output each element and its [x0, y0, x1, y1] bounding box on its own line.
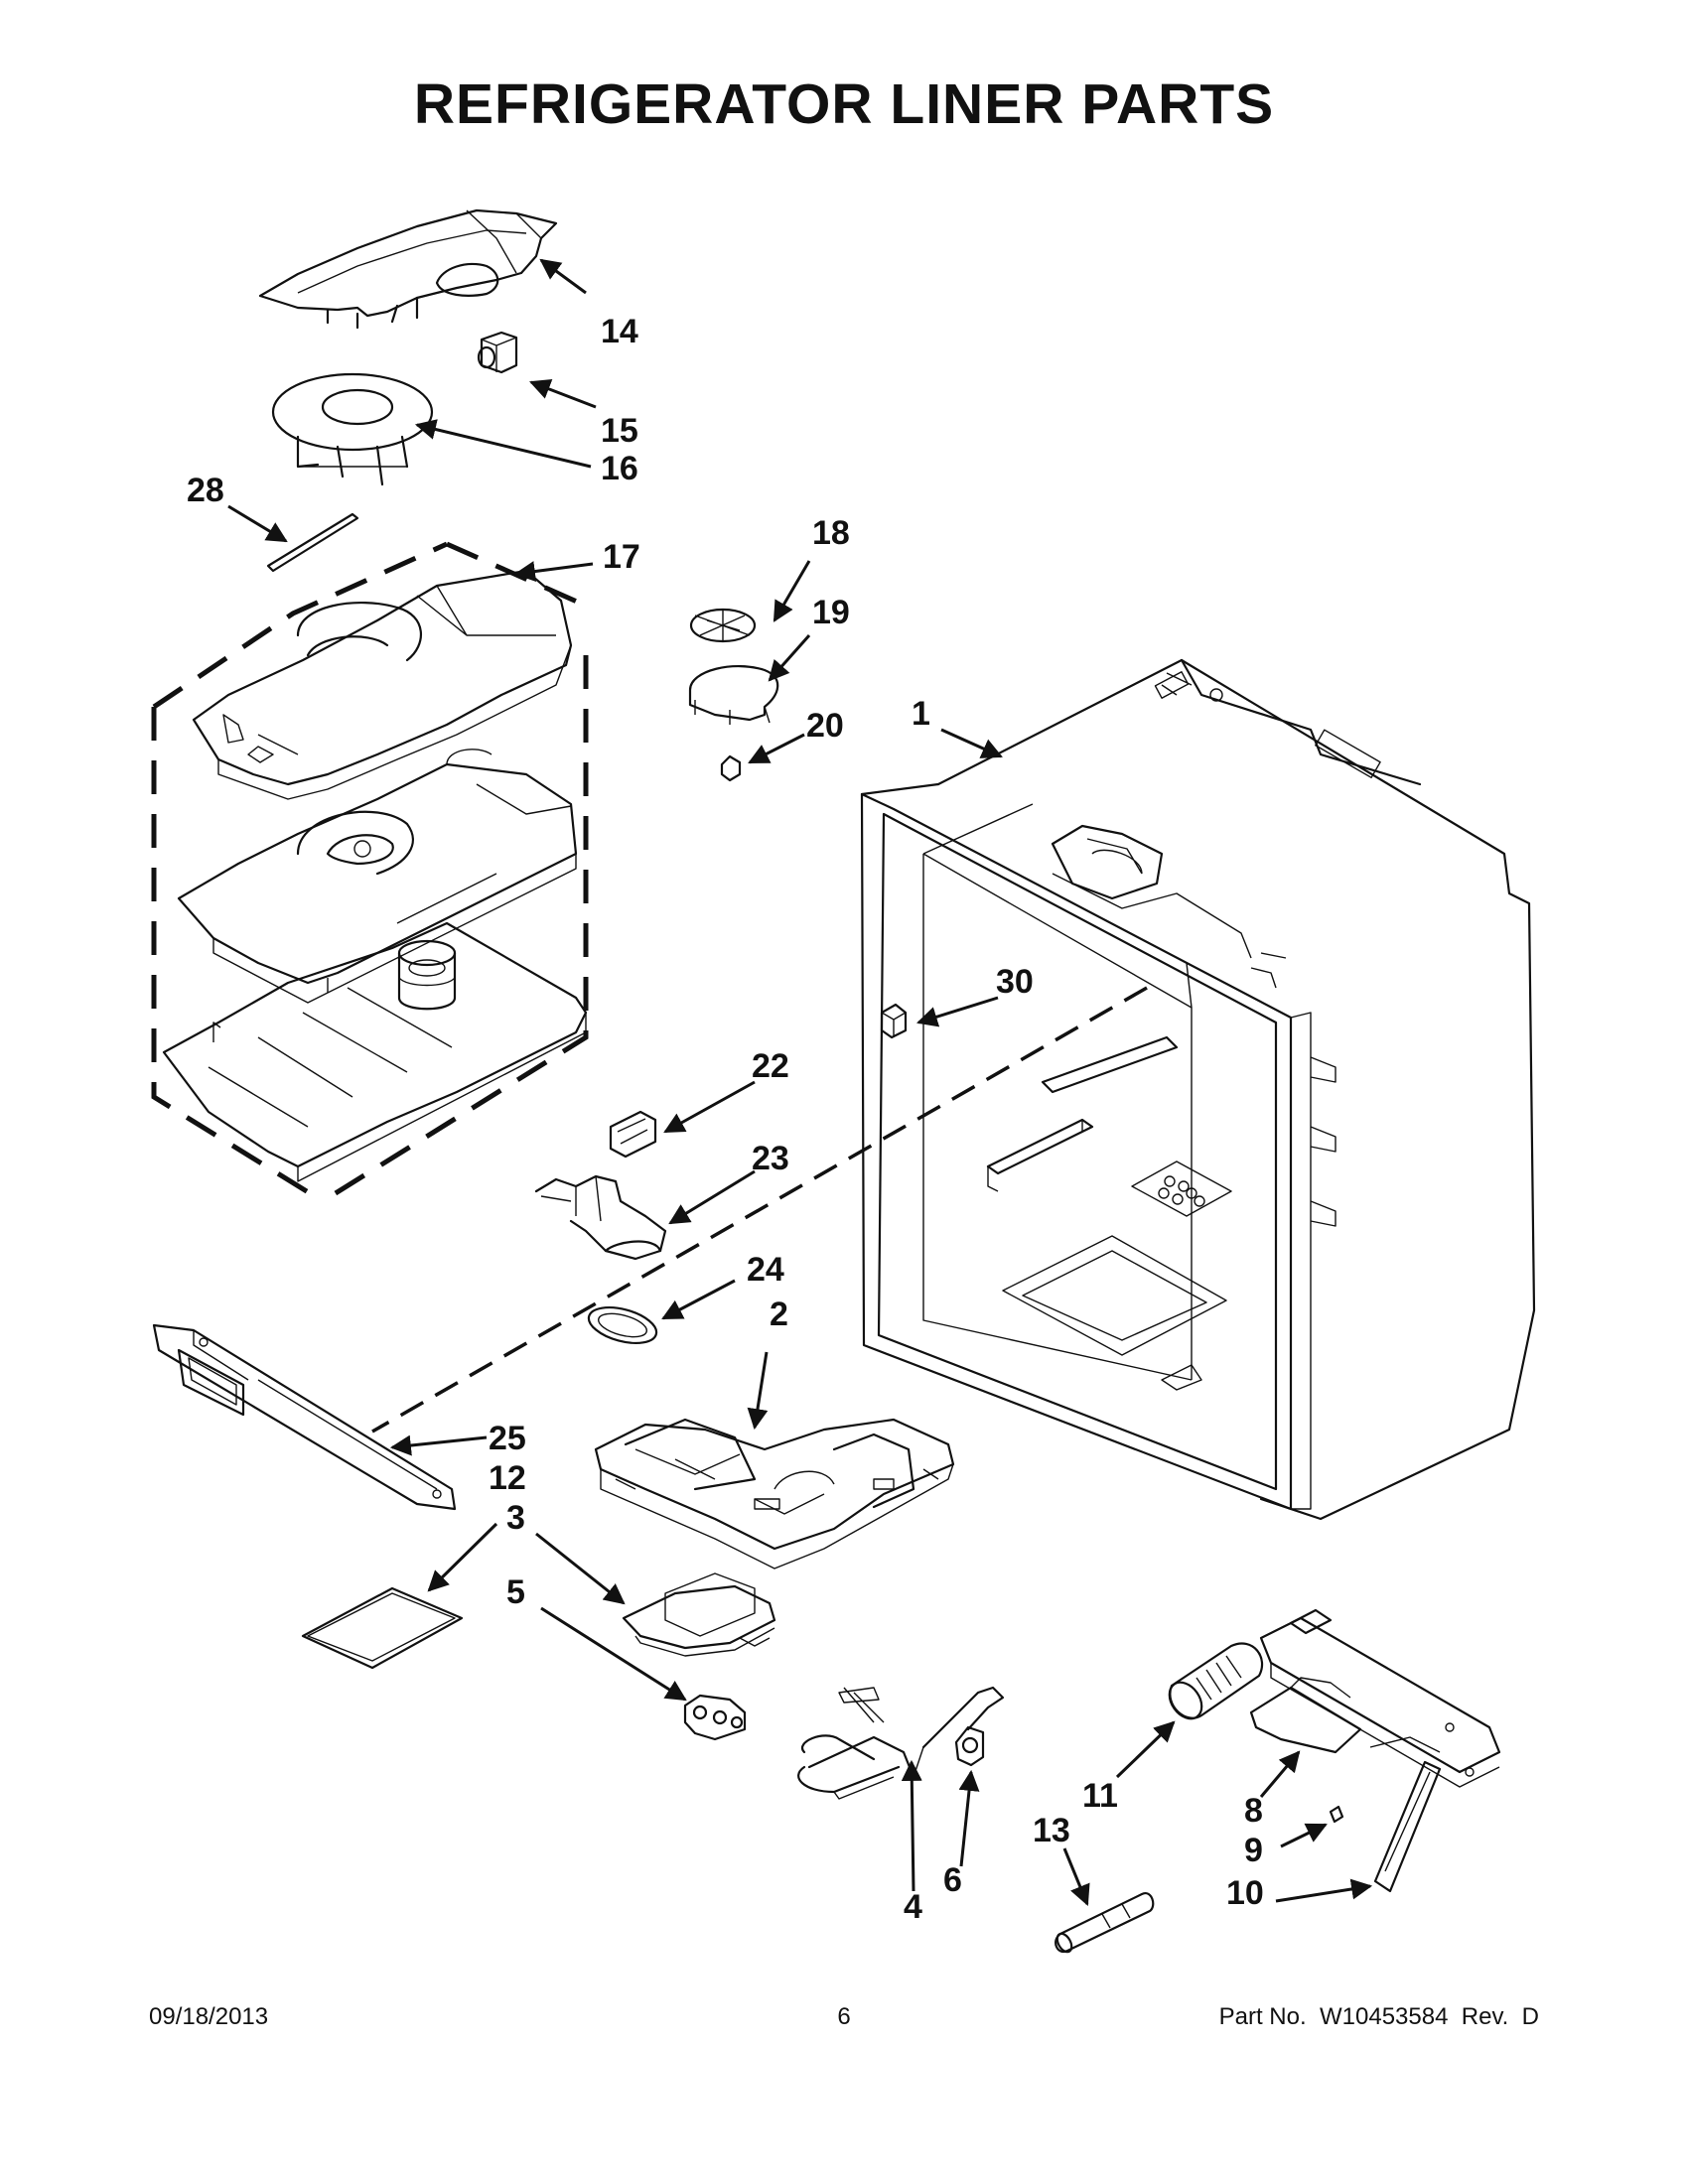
- callout-15: 15: [601, 412, 638, 450]
- part-5-valve: [683, 1694, 747, 1741]
- part-25-control-panel: [152, 1323, 457, 1511]
- arrow-20: [748, 733, 805, 764]
- part-15-clip: [477, 331, 518, 374]
- callout-19: 19: [812, 594, 850, 631]
- callout-13: 13: [1033, 1812, 1070, 1849]
- arrow-11: [1115, 1720, 1176, 1779]
- arrow-2: [747, 1351, 769, 1431]
- callout-4: 4: [904, 1888, 922, 1926]
- part-13-bypass-plug: [1055, 1892, 1155, 1954]
- arrow-25: [389, 1434, 488, 1456]
- footer-page-number: 6: [837, 2003, 851, 2030]
- callout-11: 11: [1082, 1777, 1118, 1815]
- arrow-3: [535, 1532, 626, 1605]
- arrow-19: [768, 634, 811, 682]
- callout-6: 6: [943, 1861, 962, 1899]
- callout-30: 30: [996, 963, 1034, 1001]
- callout-12: 12: [489, 1459, 526, 1497]
- arrow-4: [901, 1759, 922, 1892]
- arrow-13: [1062, 1847, 1090, 1906]
- arrow-16: [414, 419, 592, 469]
- callout-14: 14: [601, 313, 638, 350]
- callout-24: 24: [747, 1251, 784, 1289]
- part-6-thermostat: [954, 1725, 985, 1767]
- part-20-motor: [720, 754, 742, 782]
- arrow-28: [227, 504, 288, 543]
- callout-20: 20: [806, 707, 844, 745]
- arrow-24: [661, 1279, 736, 1320]
- page-title: REFRIGERATOR LINER PARTS: [413, 72, 1275, 136]
- callout-2: 2: [770, 1296, 788, 1333]
- arrow-1: [940, 728, 1003, 758]
- footer-date: 09/18/2013: [149, 2003, 269, 2030]
- part-4-heater-harness: [797, 1686, 1005, 1800]
- part-3-heater-assembly: [622, 1572, 776, 1657]
- part-14-air-duct-cover: [258, 208, 558, 330]
- arrow-5: [540, 1606, 687, 1702]
- guide-line: [371, 986, 1148, 1433]
- callout-16: 16: [601, 450, 638, 487]
- part-28-strip: [266, 512, 359, 573]
- arrow-30: [915, 996, 999, 1027]
- arrow-8: [1259, 1750, 1301, 1798]
- part-30-clip: [880, 1003, 908, 1039]
- part-22-sensor: [609, 1110, 657, 1159]
- arrow-18: [773, 560, 811, 622]
- arrow-15: [529, 378, 597, 409]
- footer-part-number: Part No. W10453584 Rev. D: [1218, 2003, 1539, 2030]
- part-10-filter-door: [1373, 1760, 1442, 1893]
- callout-18: 18: [812, 514, 850, 552]
- part-2-ice-maker-housing: [594, 1418, 955, 1570]
- callout-5: 5: [506, 1573, 525, 1611]
- callout-23: 23: [752, 1140, 789, 1177]
- arrow-9: [1280, 1823, 1328, 1848]
- part-12-grille: [301, 1586, 464, 1670]
- arrow-12: [427, 1522, 498, 1592]
- callout-8: 8: [1244, 1792, 1263, 1830]
- part-16-fan-shroud: [271, 372, 434, 486]
- callout-10: 10: [1226, 1874, 1264, 1912]
- part-24-gasket: [587, 1305, 658, 1345]
- part-17-assembly: [151, 541, 589, 1204]
- arrow-6: [958, 1769, 980, 1867]
- arrow-23: [668, 1169, 756, 1225]
- callout-25: 25: [489, 1420, 526, 1457]
- part-23-damper: [534, 1174, 667, 1261]
- callout-28: 28: [187, 472, 224, 509]
- arrow-14: [539, 258, 587, 295]
- part-9-clip: [1329, 1805, 1344, 1824]
- part-1-refrigerator-liner: [860, 658, 1536, 1521]
- part-11-water-filter: [1168, 1642, 1264, 1720]
- callout-1: 1: [912, 695, 930, 733]
- arrow-22: [663, 1080, 756, 1134]
- callout-22: 22: [752, 1047, 789, 1085]
- part-19-motor-bracket: [688, 665, 779, 725]
- callout-9: 9: [1244, 1832, 1263, 1869]
- arrow-17: [513, 561, 594, 582]
- callout-3: 3: [506, 1499, 525, 1537]
- callout-17: 17: [603, 538, 640, 576]
- part-8-filter-housing: [1249, 1608, 1501, 1788]
- arrow-10: [1275, 1878, 1373, 1903]
- part-18-fan-blade: [689, 608, 757, 643]
